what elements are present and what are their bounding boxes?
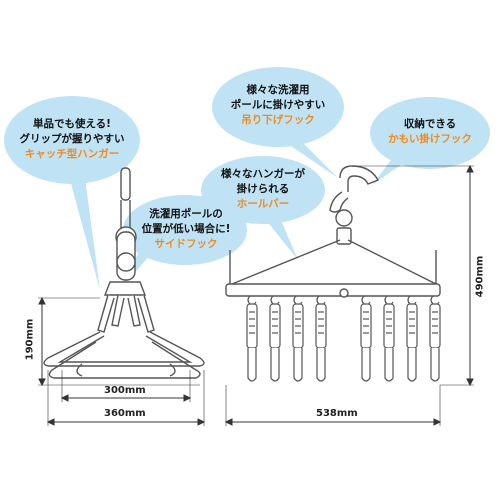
clip	[406, 295, 418, 382]
clip-row	[246, 295, 441, 382]
clip	[292, 295, 304, 382]
callout-hole-bar-line1: 様々なハンガーが	[221, 168, 305, 180]
dim-width-main: 538mm	[316, 408, 358, 419]
callout-storage-hook: 収納できる かもい掛けフック	[378, 117, 482, 147]
dim-height-main: 490mm	[474, 255, 486, 298]
clip	[269, 295, 281, 382]
callout-hanging-hook-line2: ポールに掛けやすい	[230, 99, 326, 111]
callout-side-hook-line2: 位置が低い場合に!	[141, 223, 231, 235]
callout-storage-hook-title: かもい掛けフック	[388, 133, 472, 145]
dim-width-outer: 360mm	[104, 408, 146, 419]
dim-height-small: 190mm	[24, 318, 36, 361]
callout-hole-bar: 様々なハンガーが 掛けられる ホールバー	[207, 167, 319, 212]
clip	[315, 295, 327, 382]
callout-hanging-hook: 様々な洗濯用 ポールに掛けやすい 吊り下げフック	[220, 83, 336, 128]
bubble-catch-hanger	[4, 96, 140, 290]
bubble-storage-hook	[370, 97, 490, 185]
clip	[246, 295, 258, 382]
main-hanger-drawing	[225, 165, 441, 298]
bubble-hole-bar	[201, 156, 325, 260]
dimension-lines	[38, 164, 474, 426]
callout-side-hook-title: サイドフック	[154, 238, 218, 250]
callout-hole-bar-line2: 掛けられる	[236, 183, 290, 195]
catch-hanger-drawing	[43, 167, 205, 379]
callout-side-hook: 洗濯用ポールの 位置が低い場合に! サイドフック	[130, 207, 242, 252]
callout-catch-hanger-line2: グリップが握りやすい	[19, 133, 125, 145]
callout-hanging-hook-line1: 様々な洗濯用	[246, 84, 310, 96]
callout-catch-hanger-title: キャッチ型ハンガー	[24, 148, 120, 160]
callout-storage-hook-line1: 収納できる	[403, 118, 457, 130]
clip	[383, 295, 395, 382]
callout-hole-bar-title: ホールバー	[236, 198, 290, 210]
callout-hanging-hook-title: 吊り下げフック	[241, 114, 315, 126]
callout-side-hook-line1: 洗濯用ポールの	[149, 208, 223, 220]
callout-catch-hanger: 単品でも使える! グリップが握りやすい キャッチ型ハンガー	[14, 117, 130, 162]
bubble-hanging-hook	[212, 67, 344, 178]
clip	[360, 295, 372, 382]
dim-width-inner: 300mm	[104, 385, 146, 396]
callout-catch-hanger-line1: 単品でも使える!	[33, 118, 111, 130]
clip	[429, 295, 441, 382]
